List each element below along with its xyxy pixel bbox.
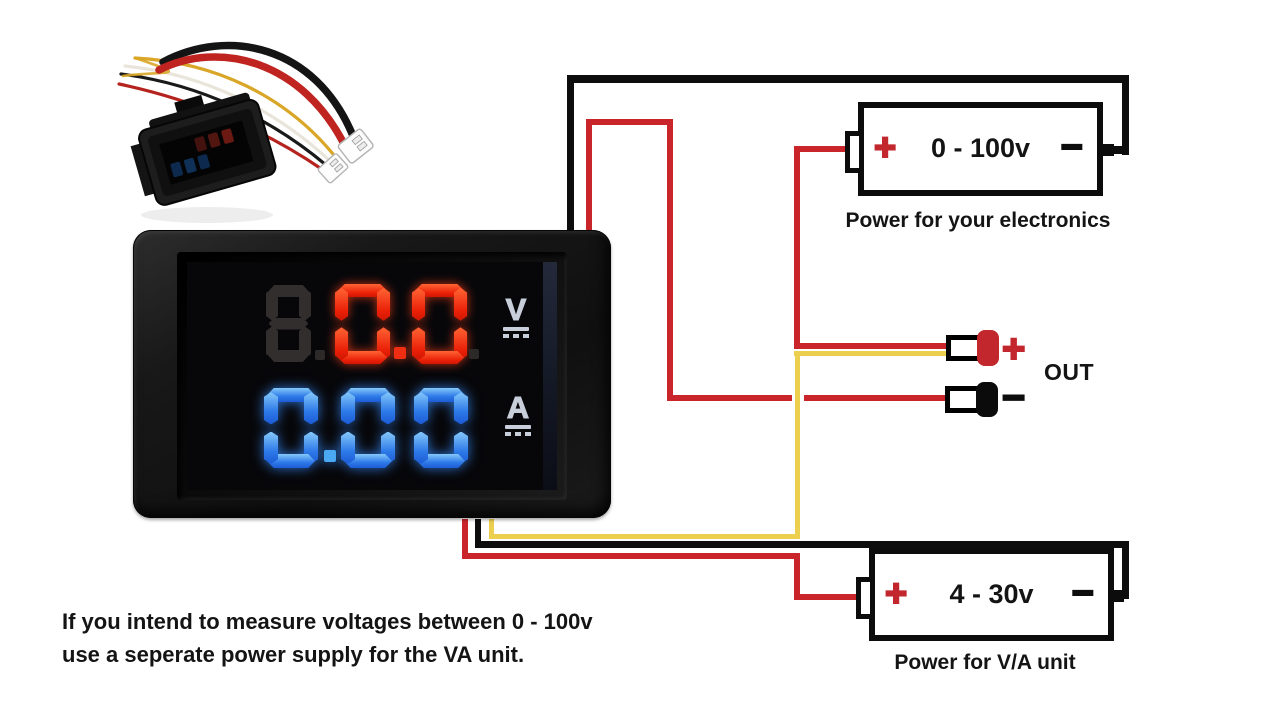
harness-thick-red-wire [155, 53, 350, 152]
harness-thick-black-wire [159, 41, 357, 140]
wire-black-top-drop [1122, 75, 1129, 155]
note-line-2: use a seperate power supply for the VA u… [62, 642, 525, 667]
battery-voltage-range: 4 - 30v [949, 578, 1034, 609]
battery-plus-sign: + [873, 127, 897, 170]
out-minus-sign: − [1001, 376, 1026, 420]
thick-wire-harness [155, 41, 357, 152]
wire-red-out-minus-run-left [667, 395, 792, 401]
advisory-note: If you intend to measure voltages betwee… [62, 605, 642, 671]
volt-unit: V [503, 292, 529, 338]
battery-positive-terminal-tab [856, 577, 875, 619]
battery-minus-sign: − [1071, 571, 1095, 614]
module-thumbnail [130, 92, 277, 206]
out-minus-cap [976, 382, 998, 417]
battery-negative-terminal-nub [1110, 590, 1124, 602]
wire-yellow-bottom-run [489, 534, 797, 539]
unlit-decimal-point [315, 350, 325, 360]
volt-amp-meter: V A [133, 230, 611, 518]
wire-red-out-minus-drop [667, 119, 673, 401]
bottom-battery-caption: Power for V/A unit [894, 651, 1076, 674]
wire-black-bottom-run [475, 541, 1129, 548]
amp-unit-letter: A [506, 390, 530, 425]
note-line-1: If you intend to measure voltages betwee… [62, 609, 593, 634]
wire-red-battery-plus-lead [800, 146, 852, 152]
wire-red-bottom-run [462, 553, 800, 559]
wire-red-out-minus-run-right [804, 395, 950, 401]
out-plus-sign: + [1001, 327, 1026, 371]
jst-connector-large [337, 128, 374, 164]
unlit-decimal-point [469, 349, 479, 359]
dc-symbol-dash [503, 334, 529, 338]
battery-0-100v: + 0 - 100v − [858, 102, 1103, 196]
battery-voltage-range: 0 - 100v [930, 132, 1031, 163]
volt-unit-letter: V [505, 292, 527, 327]
wire-red-out-plus-run [794, 343, 952, 349]
wire-red-meter-top-riser [586, 120, 592, 236]
wire-black-meter-bottom-drop [475, 519, 481, 548]
wire-red-bottom-battery-lead [794, 594, 862, 600]
battery-negative-terminal-nub [1100, 144, 1114, 156]
dc-symbol [503, 327, 529, 331]
module-shadow [141, 207, 273, 223]
wire-yellow-meter-drop [489, 519, 494, 536]
battery-4-30v: + 4 - 30v − [869, 548, 1114, 641]
wire-yellow-riser [795, 351, 800, 539]
wire-black-bottom-drop-right [1122, 541, 1129, 599]
battery-minus-sign: − [1060, 126, 1084, 169]
wire-black-meter-top-riser [567, 78, 574, 236]
meter-display-window: V A [187, 262, 557, 490]
product-photo [117, 41, 374, 223]
voltage-ghost-digit [266, 285, 311, 362]
wire-red-bottom-drop [794, 553, 800, 600]
battery-plus-sign: + [884, 572, 908, 615]
wire-black-top-battery-link [1100, 146, 1129, 154]
jst-connector-small [317, 153, 349, 184]
out-label: OUT [1044, 359, 1095, 385]
out-plus-cap [977, 330, 999, 366]
wire-red-meter-bottom-drop [462, 519, 468, 558]
current-readout [264, 388, 468, 468]
wire-red-top-jog [586, 119, 673, 125]
battery-positive-terminal-tab [845, 131, 864, 173]
voltage-readout [335, 284, 467, 364]
amp-unit: A [505, 390, 531, 436]
wire-yellow-out-plus-run [794, 351, 950, 356]
wire-black-top-run [567, 75, 1129, 83]
wire-red-battery-plus-drop [794, 146, 800, 349]
dc-symbol-dash [505, 432, 531, 436]
dc-symbol [505, 425, 531, 429]
top-battery-caption: Power for your electronics [845, 209, 1111, 232]
